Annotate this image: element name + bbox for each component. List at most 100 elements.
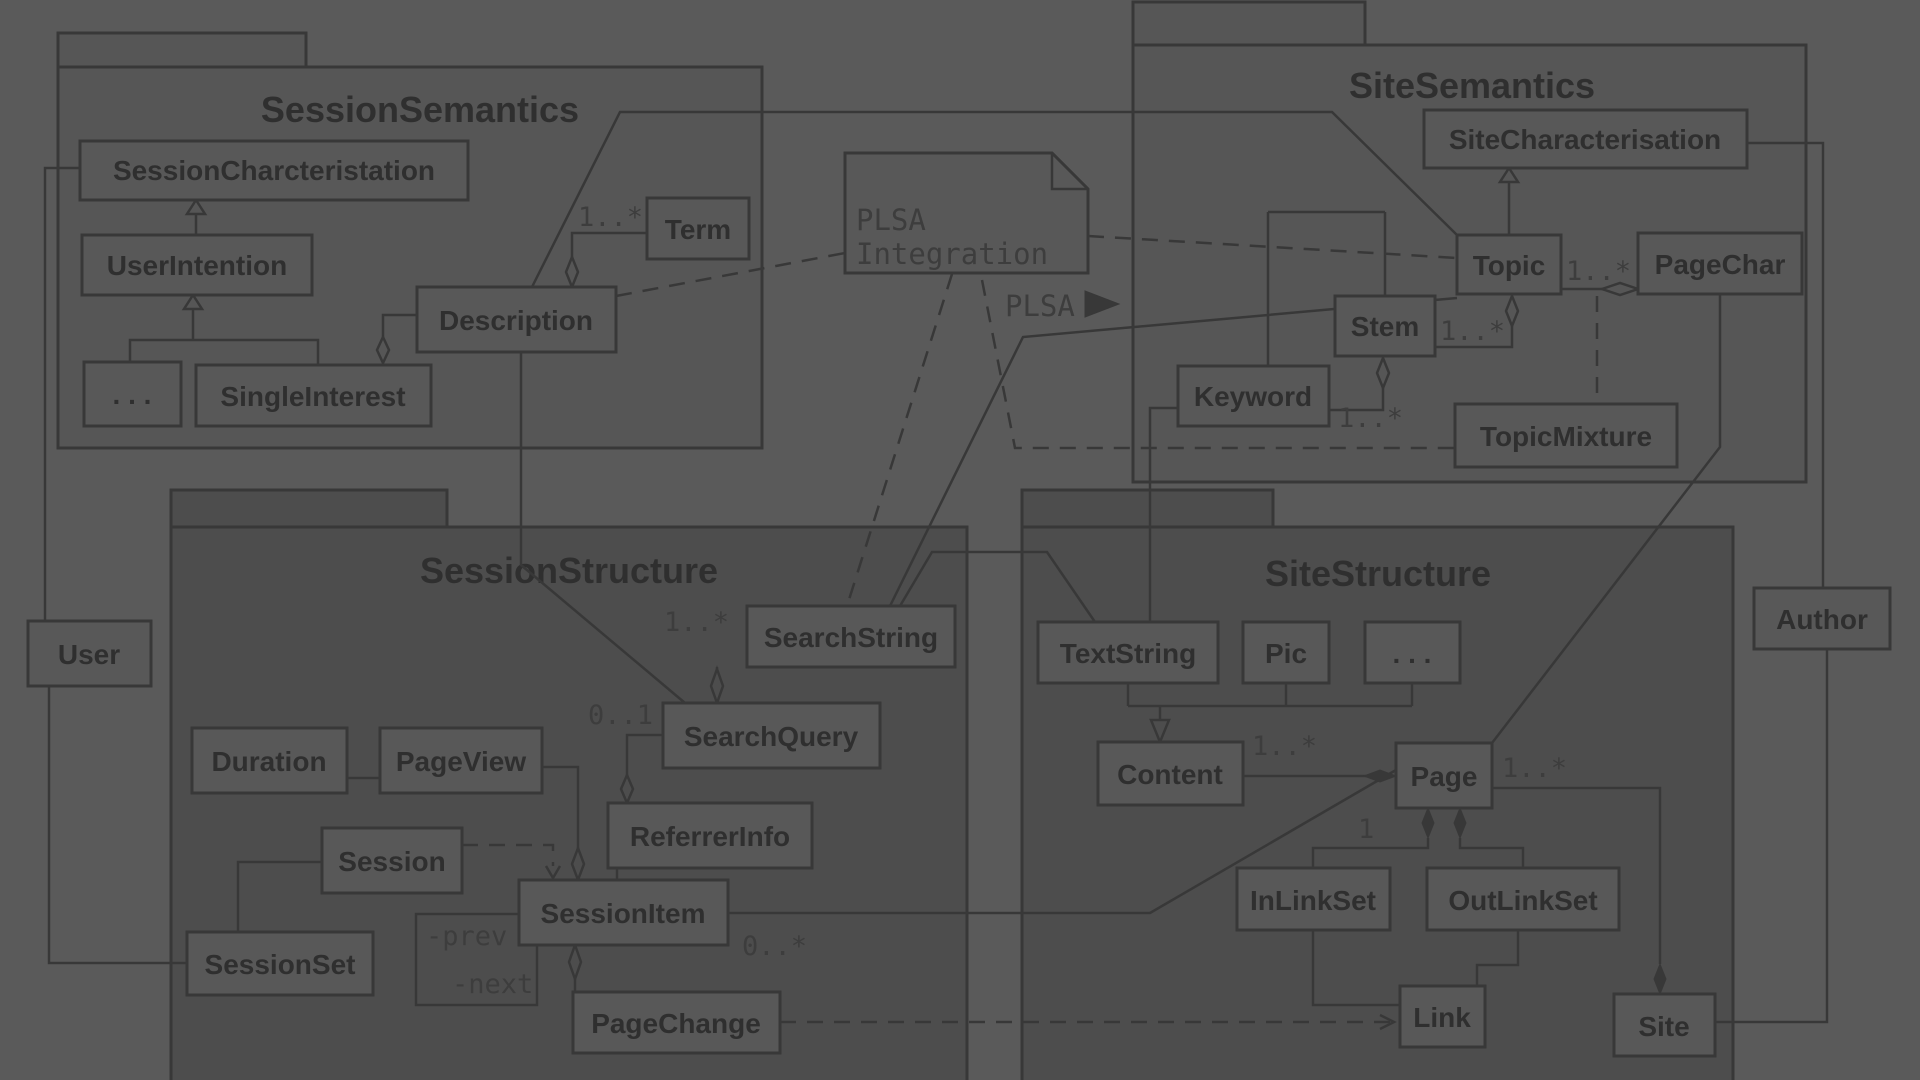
edge-searchquery-referrerinfo <box>625 733 663 775</box>
edge-content-children-bus <box>1126 683 1414 720</box>
class-text-string: TextString <box>1036 620 1220 685</box>
dependency-arrow-icon <box>544 865 562 881</box>
plsa-label: PLSA <box>1005 289 1075 323</box>
edge-sessionitem-self-loop <box>414 912 539 1007</box>
class-pic: Pic <box>1241 620 1331 685</box>
multiplicity-page-one: 1 <box>1358 814 1374 845</box>
plsa-direction-arrow-icon <box>1084 290 1121 318</box>
class-label: Keyword <box>1194 381 1312 412</box>
package-tab <box>56 31 308 69</box>
class-search-string: SearchString <box>745 604 957 669</box>
class-page-view: PageView <box>378 726 544 795</box>
edge-user-sessioncharcteristation <box>43 166 80 621</box>
class-label: SessionSet <box>205 949 356 980</box>
dependency-arrow-icon <box>1379 1013 1397 1031</box>
class-label: SearchString <box>764 622 938 653</box>
edge-pagechar-page <box>1491 294 1722 744</box>
edge-pageview-sessionitem <box>542 765 580 848</box>
class-page-change: PageChange <box>571 990 782 1055</box>
class-user: User <box>26 619 153 688</box>
class-label: Author <box>1776 604 1868 635</box>
class-session-charcteristation: SessionCharcteristation <box>78 139 470 202</box>
multiplicity-sessionitem-page: 0..* <box>742 931 807 962</box>
edge-description-searchquery <box>519 352 686 704</box>
class-session-item: SessionItem <box>517 878 730 947</box>
edge-keyword-stem <box>1329 388 1385 412</box>
class-session: Session <box>320 826 464 895</box>
class-label: User <box>58 639 120 670</box>
class-search-query: SearchQuery <box>661 701 882 770</box>
class-ellipsis-interest: . . . <box>82 360 183 428</box>
class-site: Site <box>1612 992 1717 1058</box>
class-label: Term <box>665 214 731 245</box>
class-keyword: Keyword <box>1176 364 1331 428</box>
note-plsa-integration: PLSA Integration <box>843 151 1090 275</box>
class-term: Term <box>645 196 751 261</box>
composition-diamond-icon <box>1421 806 1435 840</box>
edge-description-term <box>570 231 647 257</box>
edge-outlinkset-link <box>1475 930 1520 986</box>
class-stem: Stem <box>1333 294 1437 358</box>
class-label: SessionCharcteristation <box>113 155 435 186</box>
class-session-set: SessionSet <box>185 930 375 997</box>
class-label: Topic <box>1473 250 1546 281</box>
note-text-line2: Integration <box>856 237 1048 271</box>
class-label: Stem <box>1351 311 1419 342</box>
edge-inlinkset-link <box>1311 930 1400 1007</box>
multiplicity-searchquery: 0..1 <box>588 700 653 731</box>
class-user-intention: UserIntention <box>80 233 314 297</box>
edge-topic-searchstring <box>888 296 1458 607</box>
class-single-interest: SingleInterest <box>194 363 433 428</box>
edge-page-inlinkset <box>1311 838 1430 868</box>
note-shape <box>843 151 1090 275</box>
class-label: SingleInterest <box>220 381 405 412</box>
class-label: ReferrerInfo <box>630 821 790 852</box>
composition-diamond-icon <box>1453 806 1467 840</box>
class-content: Content <box>1096 740 1245 807</box>
class-site-characterisation: SiteCharacterisation <box>1422 108 1749 170</box>
edge-keyword-stem-bus <box>1266 210 1387 366</box>
package-tab <box>1020 488 1275 529</box>
class-label: Pic <box>1265 638 1307 669</box>
package-tab <box>1131 0 1367 47</box>
class-in-link-set: InLinkSet <box>1235 866 1392 932</box>
edge-page-outlinkset <box>1458 838 1525 868</box>
class-label: UserIntention <box>107 250 287 281</box>
note-text-line1: PLSA <box>856 203 926 237</box>
class-label: TextString <box>1060 638 1196 669</box>
edge-sessionitem-page <box>728 768 1397 915</box>
class-label: PageView <box>396 746 526 777</box>
edge-note-searchstring <box>845 273 954 607</box>
class-label: InLinkSet <box>1250 885 1376 916</box>
edge-note-topicmixture <box>980 279 1456 450</box>
class-link: Link <box>1398 984 1487 1049</box>
class-topic-mixture: TopicMixture <box>1453 402 1679 469</box>
class-label: PageChar <box>1655 249 1786 280</box>
note-fold-icon <box>1050 153 1088 191</box>
edge-author-site <box>1715 649 1829 1024</box>
generalization-arrow-icon <box>1149 718 1171 746</box>
aggregation-diamond-icon <box>1504 292 1520 330</box>
edge-children-userintention <box>128 309 320 365</box>
class-label: Site <box>1638 1011 1689 1042</box>
plsa-direction-label: PLSA <box>1005 289 1121 323</box>
edge-page-site <box>1492 786 1662 964</box>
edge-description-topic <box>530 110 1458 288</box>
edge-keyword-textstring <box>1148 406 1178 622</box>
multiplicity-keyword-stem: 1..* <box>1338 403 1403 434</box>
role-label-next: -next <box>452 969 533 1000</box>
multiplicity-content-page: 1..* <box>1252 731 1317 762</box>
multiplicity-stem-topic: 1..* <box>1440 316 1505 347</box>
aggregation-diamond-icon <box>1375 354 1391 392</box>
package-title: SiteStructure <box>1265 553 1491 594</box>
class-label: Page <box>1411 761 1478 792</box>
edge-note-description <box>615 251 846 298</box>
aggregation-diamond-icon <box>567 941 583 983</box>
class-ellipsis-content: . . . <box>1363 620 1462 685</box>
class-label: OutLinkSet <box>1448 885 1597 916</box>
class-label: PageChange <box>591 1008 761 1039</box>
multiplicity-searchstring: 1..* <box>664 607 729 638</box>
class-author: Author <box>1752 586 1892 651</box>
package-title: SessionSemantics <box>261 89 579 130</box>
